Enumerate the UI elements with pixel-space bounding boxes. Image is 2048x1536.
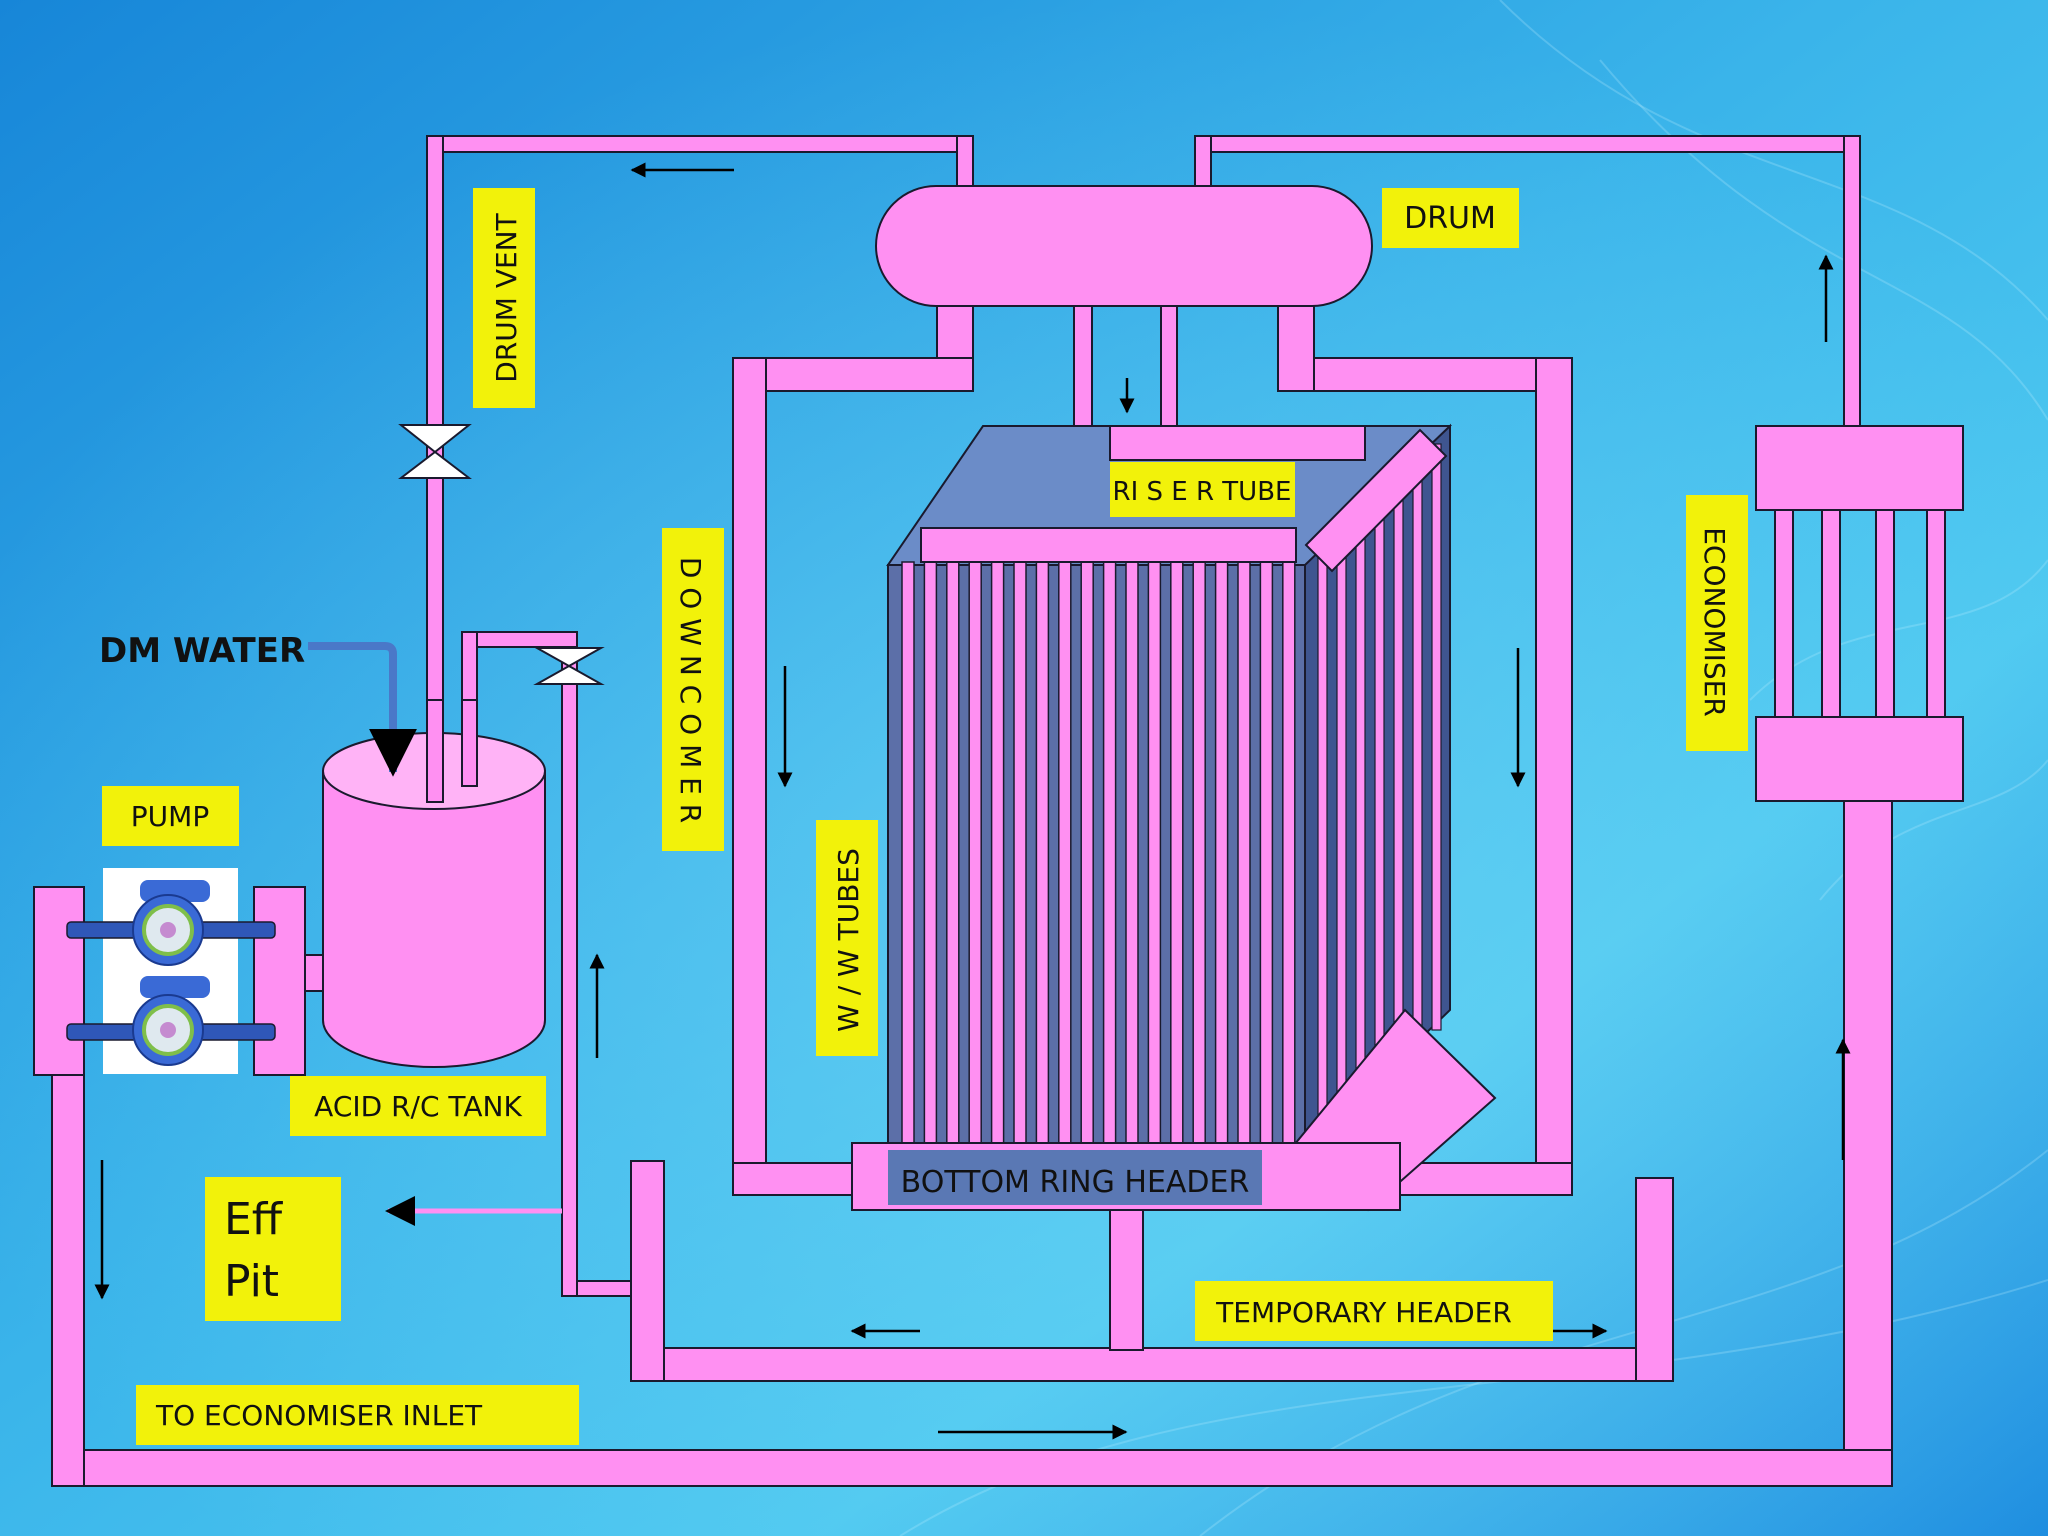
label-temporary-header-text: TEMPORARY HEADER — [1215, 1296, 1512, 1329]
riser-pipe-right — [1160, 304, 1178, 431]
label-temporary-header: TEMPORARY HEADER — [1195, 1281, 1553, 1341]
side-water-wall-tube — [1336, 533, 1347, 1121]
tank-pipes — [426, 699, 478, 803]
water-wall-tube — [901, 561, 915, 1151]
economiser-tube-2 — [1821, 509, 1841, 719]
dm-water-arrow — [308, 642, 417, 777]
temporary-header-left-leg — [630, 1160, 665, 1382]
label-drum-vent-text: DRUM VENT — [490, 212, 523, 382]
pump-1[interactable] — [66, 880, 276, 966]
front-top-header — [920, 527, 1297, 563]
riser-top-header — [1109, 425, 1366, 461]
to-economiser-inlet-pipe — [51, 1449, 1893, 1487]
economiser-tube-4 — [1926, 509, 1946, 719]
label-acid-tank: ACID R/C TANK — [290, 1076, 546, 1136]
water-wall-tube — [1192, 561, 1206, 1151]
economiser-bottom-header — [1755, 716, 1964, 802]
water-wall-tube — [1237, 561, 1251, 1151]
side-water-wall-tube — [1431, 443, 1442, 1031]
drum-vent-into-tank — [426, 699, 444, 803]
label-riser-tube-text: RI S E R TUBE — [1113, 477, 1292, 507]
label-ww-tubes: W / W TUBES — [816, 820, 878, 1056]
label-downcomer: D O W N C O M E R — [662, 528, 724, 851]
label-eff-pit-line1: Eff — [224, 1194, 284, 1245]
side-water-wall-tube — [1317, 551, 1328, 1139]
water-wall-tube — [946, 561, 960, 1151]
label-ww-tubes-text: W / W TUBES — [832, 848, 865, 1032]
label-acid-tank-text: ACID R/C TANK — [314, 1090, 522, 1123]
label-drum: DRUM — [1382, 188, 1519, 248]
water-wall-tube — [1035, 561, 1050, 1151]
left-downcomer-bottom — [732, 1162, 854, 1196]
tank-return-top — [461, 631, 578, 648]
label-bottom-ring-header: BOTTOM RING HEADER — [901, 1165, 1250, 1200]
label-pump-text: PUMP — [131, 800, 209, 833]
label-drum-vent: DRUM VENT — [473, 188, 535, 408]
temporary-header-pipe — [630, 1347, 1674, 1382]
economiser-outlet-pipe — [1843, 135, 1861, 429]
water-wall-tube — [1282, 561, 1296, 1151]
economiser-inlet-riser — [1843, 799, 1893, 1487]
drum — [875, 185, 1373, 307]
label-eff-pit-line2: Pit — [224, 1256, 279, 1307]
return-into-tank — [461, 699, 478, 787]
label-economiser: ECONOMISER — [1686, 495, 1748, 751]
water-wall-tube — [1147, 561, 1162, 1151]
economiser-top-header — [1755, 425, 1964, 511]
drum-to-economiser-pipe — [1194, 135, 1861, 153]
water-wall-tube — [1080, 561, 1094, 1151]
label-dm-water: DM WATER — [99, 631, 305, 671]
tank-return-riser — [561, 661, 578, 1297]
economiser — [1755, 425, 1964, 802]
side-top-header — [1304, 428, 1448, 573]
tank-return-valve[interactable] — [533, 647, 605, 685]
water-wall-tube — [1170, 561, 1184, 1151]
pump-2[interactable] — [66, 976, 276, 1066]
drum-vent-valve[interactable] — [398, 424, 472, 479]
left-downcomer — [732, 357, 767, 1196]
pump-discharge-header — [253, 886, 306, 1076]
ring-header-drain — [1109, 1209, 1144, 1351]
label-to-economiser-inlet: TO ECONOMISER INLET — [136, 1385, 579, 1445]
side-water-wall-tube — [1355, 515, 1366, 1103]
pump-suction-header — [33, 886, 85, 1076]
label-downcomer-text: D O W N C O M E R — [674, 557, 707, 823]
pump-discharge-pipe — [51, 1045, 85, 1487]
flow-arrows — [94, 162, 1851, 1440]
water-wall-tube — [990, 561, 1005, 1151]
water-wall-tube — [1125, 561, 1139, 1151]
drum-vent-stub — [956, 135, 974, 193]
right-downcomer — [1535, 357, 1573, 1196]
water-wall-tube — [1259, 561, 1274, 1151]
right-downcomer-stub — [1277, 304, 1315, 392]
label-drum-text: DRUM — [1404, 201, 1496, 236]
side-water-wall-tube — [1393, 479, 1404, 1067]
bottom-ring-header — [888, 1150, 1262, 1205]
economiser-tube-1 — [1774, 509, 1794, 719]
right-downcomer-bottom — [1397, 1162, 1573, 1196]
side-water-wall-tube — [1374, 497, 1385, 1085]
water-wall-tube — [923, 561, 938, 1151]
water-wall-tube — [1214, 561, 1229, 1151]
temporary-header-right-leg — [1635, 1177, 1674, 1382]
right-downcomer-top — [1313, 357, 1573, 392]
label-to-economiser-inlet-text: TO ECONOMISER INLET — [155, 1399, 483, 1432]
water-wall-tube — [1058, 561, 1072, 1151]
economiser-tube-3 — [1875, 509, 1895, 719]
label-eff-pit: Eff Pit — [205, 1177, 341, 1321]
side-water-wall-tube — [1412, 461, 1423, 1049]
label-pump: PUMP — [102, 786, 239, 846]
label-riser-tube: RI S E R TUBE — [1110, 462, 1295, 517]
pump-set — [33, 868, 306, 1076]
left-downcomer-top — [732, 357, 974, 392]
water-wall-tube — [1013, 561, 1027, 1151]
drum-vent-top-pipe — [426, 135, 974, 153]
label-economiser-text: ECONOMISER — [1698, 527, 1731, 717]
drum-outlet-stub — [1194, 135, 1212, 193]
water-wall-tube — [1102, 561, 1117, 1151]
water-wall-tube — [968, 561, 982, 1151]
